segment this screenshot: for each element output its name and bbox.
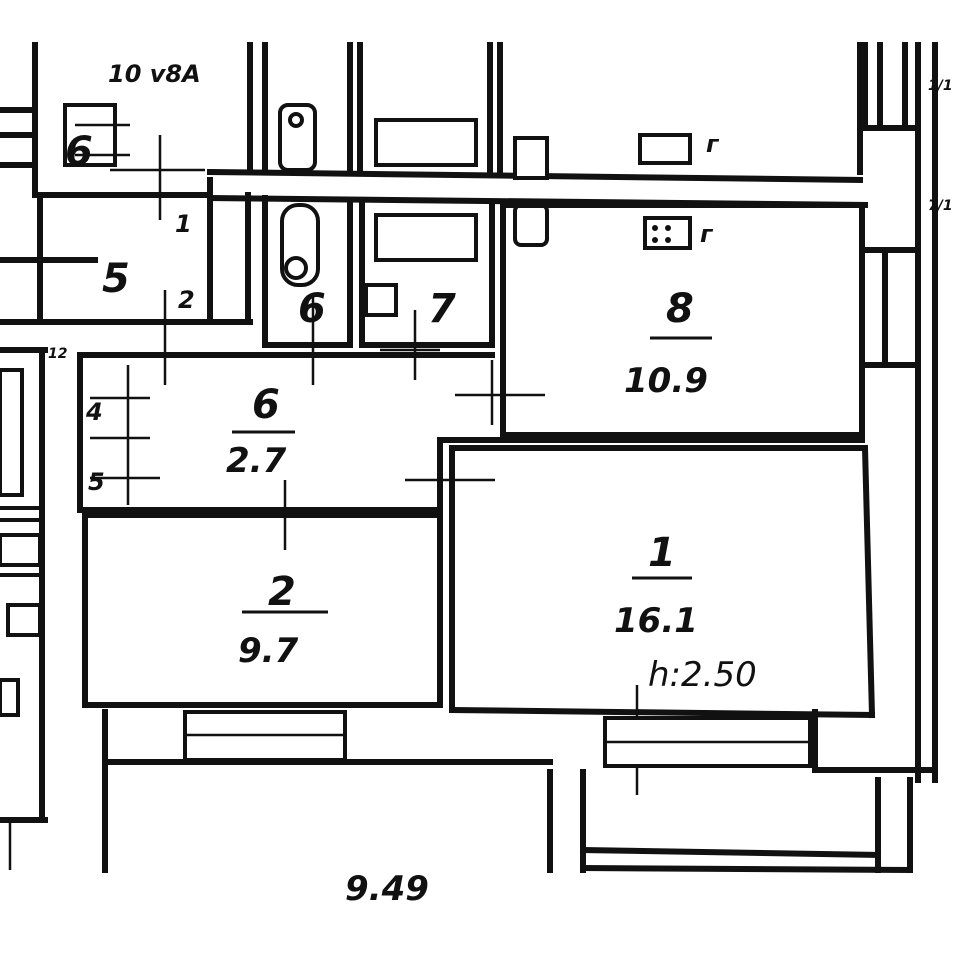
room-1-walls — [448, 444, 876, 795]
room-6-area: 2.7 — [226, 441, 287, 481]
ceiling-height: h:2.50 — [648, 655, 757, 695]
upper-walls — [32, 42, 938, 783]
room-6-number: 6 — [252, 382, 280, 428]
neighbor-label: 5 — [88, 468, 105, 496]
stove-mark: г — [706, 130, 720, 158]
neighbor-label: 5 — [102, 256, 130, 302]
header-note: 10 v8A — [108, 60, 201, 88]
room-8-area: 10.9 — [624, 361, 708, 401]
left-neighbor-walls — [0, 103, 253, 325]
bath-fixtures — [278, 103, 549, 380]
kitchen-walls — [455, 133, 921, 438]
hallway-walls — [77, 290, 865, 708]
bottom-dimension: 9.49 — [345, 869, 429, 909]
edge-label-top: 1/1 — [928, 78, 953, 94]
room-8-number: 8 — [666, 286, 694, 332]
left-column-walls — [0, 347, 48, 870]
room-2-area: 9.7 — [238, 631, 299, 671]
room-label-wc: 7 — [428, 286, 456, 332]
neighbor-label: 4 — [85, 398, 103, 426]
bath-wc-walls — [262, 195, 506, 438]
neighbor-label: 6 — [65, 129, 93, 175]
room-2-walls — [82, 512, 443, 708]
stove-mark: г — [700, 220, 714, 248]
bottom-walls — [102, 709, 933, 874]
neighbor-label: 2 — [178, 286, 195, 314]
room-1-area: 16.1 — [614, 601, 698, 641]
neighbor-label: 1 — [175, 210, 192, 238]
room-1-number: 1 — [648, 530, 676, 576]
corner-label: 12 — [48, 346, 67, 362]
edge-label-mid: 7/1 — [928, 198, 953, 214]
room-2-number: 2 — [268, 569, 296, 615]
room-label-bathroom: 6 — [298, 286, 326, 332]
